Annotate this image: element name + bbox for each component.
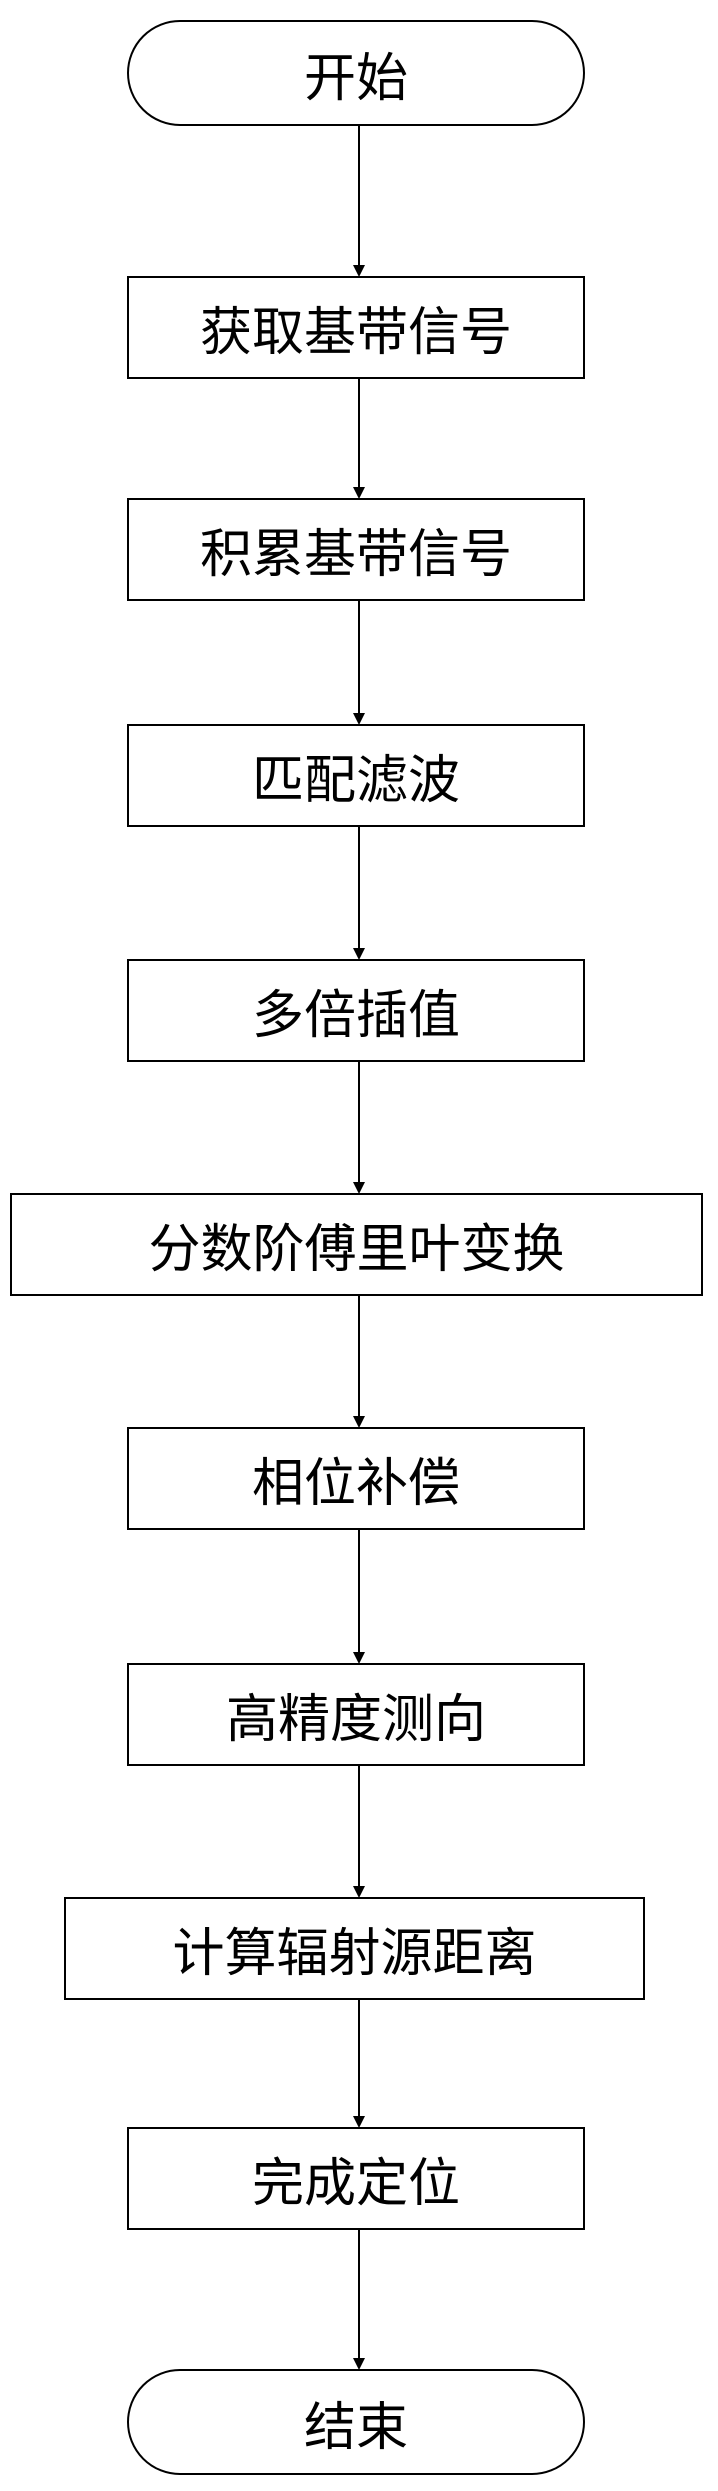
node-finish-locate: 完成定位 <box>127 2127 585 2230</box>
node-end: 结束 <box>127 2369 585 2475</box>
node-accumulate-baseband: 积累基带信号 <box>127 498 585 601</box>
node-multi-interp: 多倍插值 <box>127 959 585 1062</box>
node-get-baseband: 获取基带信号 <box>127 276 585 379</box>
node-start: 开始 <box>127 20 585 126</box>
node-frft: 分数阶傅里叶变换 <box>10 1193 703 1296</box>
node-high-precision-df: 高精度测向 <box>127 1663 585 1766</box>
node-matched-filter: 匹配滤波 <box>127 724 585 827</box>
node-phase-comp: 相位补偿 <box>127 1427 585 1530</box>
node-calc-distance: 计算辐射源距离 <box>64 1897 645 2000</box>
